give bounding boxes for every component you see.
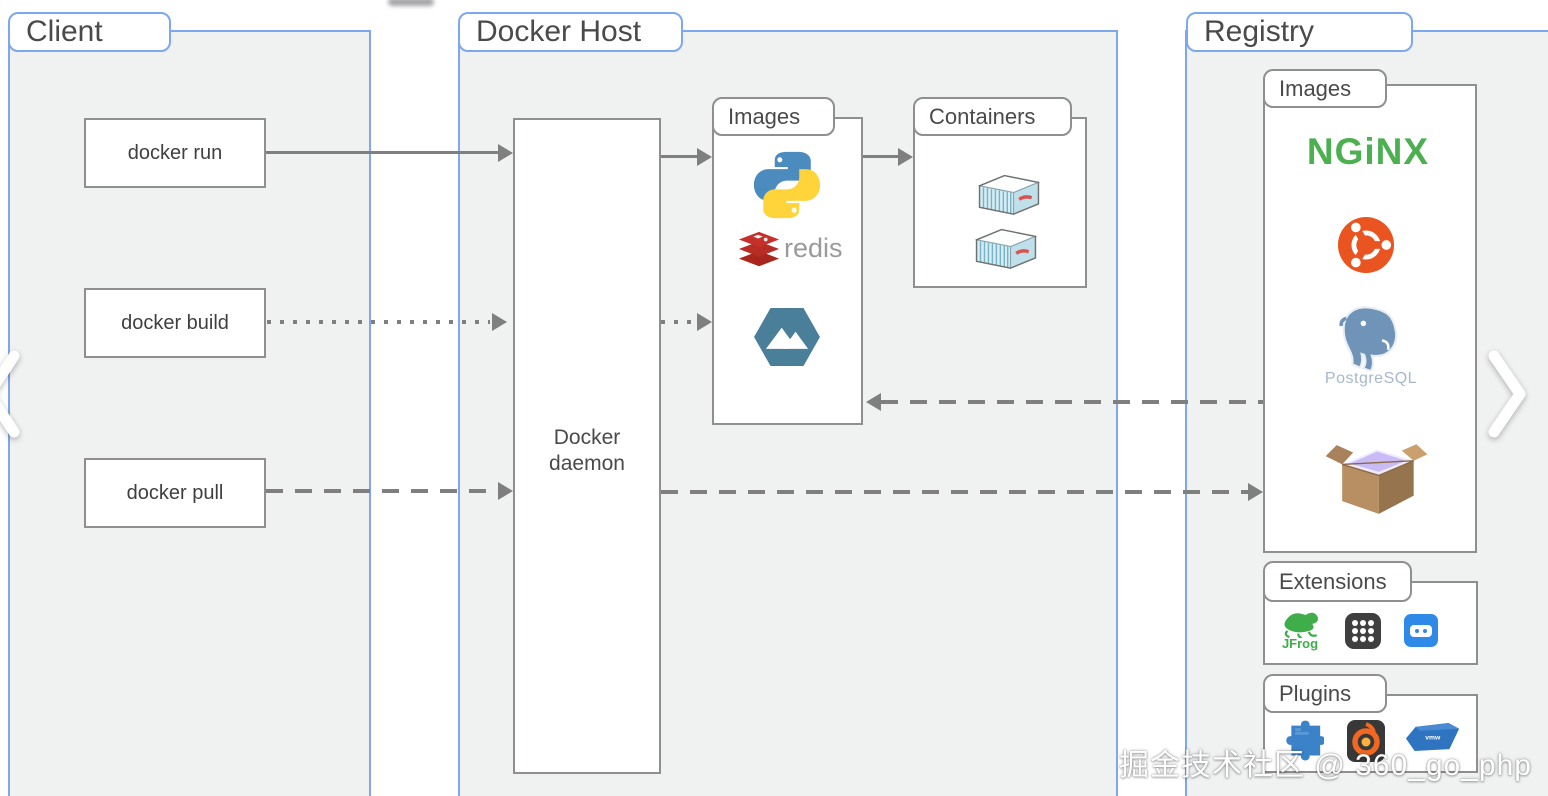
- plugins-label-text: Plugins: [1279, 680, 1352, 706]
- jfrog-logo-icon: [1278, 608, 1322, 643]
- chevron-right-icon: [1488, 350, 1526, 438]
- docker-build-box: docker build: [84, 288, 266, 358]
- arrow-daemon-to-images-build: [661, 320, 697, 324]
- docker-host-section-label: Docker Host: [458, 12, 683, 52]
- registry-images-label: Images: [1263, 69, 1387, 108]
- carousel-prev-button[interactable]: [0, 350, 20, 443]
- arrow-daemon-to-registry: [661, 490, 1248, 494]
- jfrog-logo-text: JFrog: [1281, 636, 1319, 651]
- arrow-pull-to-daemon: [266, 489, 498, 493]
- redis-logo-text: redis: [784, 233, 843, 263]
- host-images-label-text: Images: [728, 103, 801, 129]
- postgresql-logo-icon: [1331, 303, 1411, 376]
- docker-run-box: docker run: [84, 118, 266, 188]
- docker-host-label-text: Docker Host: [476, 15, 642, 48]
- alpine-logo-icon: [754, 308, 820, 371]
- registry-label-text: Registry: [1204, 15, 1315, 48]
- puzzle-icon: [1276, 718, 1326, 771]
- docker-daemon-box: Docker daemon: [513, 118, 661, 774]
- disk-icon: [1404, 614, 1438, 652]
- python-logo-icon: [751, 149, 823, 226]
- package-box-icon: [1322, 440, 1432, 525]
- registry-section-label: Registry: [1186, 12, 1413, 52]
- arrowhead-build-to-daemon: [492, 313, 507, 331]
- arrow-run-to-daemon: [266, 151, 498, 154]
- watermark: 掘金技术社区 @ 360_go_php: [1119, 749, 1532, 782]
- redis-logo-icon: [737, 228, 781, 277]
- arrow-daemon-to-images: [661, 155, 697, 158]
- arrowhead-run-to-daemon: [498, 144, 513, 162]
- screenshot-artifact: [388, 0, 434, 6]
- arrow-images-to-containers: [863, 155, 898, 158]
- docker-pull-box: docker pull: [84, 458, 266, 528]
- grafana-logo-icon: [1347, 720, 1385, 767]
- host-images-label: Images: [712, 97, 835, 136]
- docker-build-label: docker build: [121, 311, 229, 334]
- container-icon: [972, 220, 1040, 285]
- carousel-next-button[interactable]: [1486, 350, 1530, 443]
- vmware-logo-text: vmw: [1425, 734, 1441, 741]
- arrow-registry-to-images: [881, 400, 1263, 404]
- plugins-label: Plugins: [1263, 674, 1387, 713]
- registry-images-label-text: Images: [1279, 75, 1352, 101]
- arrowhead-registry-to-images: [866, 393, 881, 411]
- arrowhead-images-to-containers: [898, 148, 913, 166]
- postgresql-logo-text: PostgreSQL: [1324, 370, 1418, 387]
- extensions-label: Extensions: [1263, 561, 1412, 602]
- docker-run-label: docker run: [127, 141, 223, 164]
- docker-pull-label: docker pull: [126, 481, 224, 504]
- containers-label-text: Containers: [929, 103, 1036, 129]
- arrowhead-pull-to-daemon: [498, 482, 513, 500]
- arrowhead-daemon-to-images-build: [697, 313, 712, 331]
- host-images-box: [712, 117, 863, 425]
- container-icon: [975, 166, 1043, 231]
- dialpad-icon: [1345, 613, 1381, 654]
- extensions-label-text: Extensions: [1279, 568, 1387, 594]
- arrowhead-daemon-to-images: [697, 148, 712, 166]
- client-section-label: Client: [8, 12, 171, 52]
- ubuntu-logo-icon: [1337, 216, 1395, 279]
- chevron-left-icon: [0, 350, 20, 438]
- docker-daemon-label: Docker daemon: [549, 426, 625, 476]
- containers-label: Containers: [913, 97, 1072, 136]
- nginx-logo: NGiNX: [1306, 131, 1430, 172]
- arrowhead-daemon-to-registry: [1248, 483, 1263, 501]
- client-label-text: Client: [26, 15, 103, 48]
- vmware-logo-icon: vmw: [1404, 712, 1462, 767]
- arrow-build-to-daemon: [267, 320, 490, 324]
